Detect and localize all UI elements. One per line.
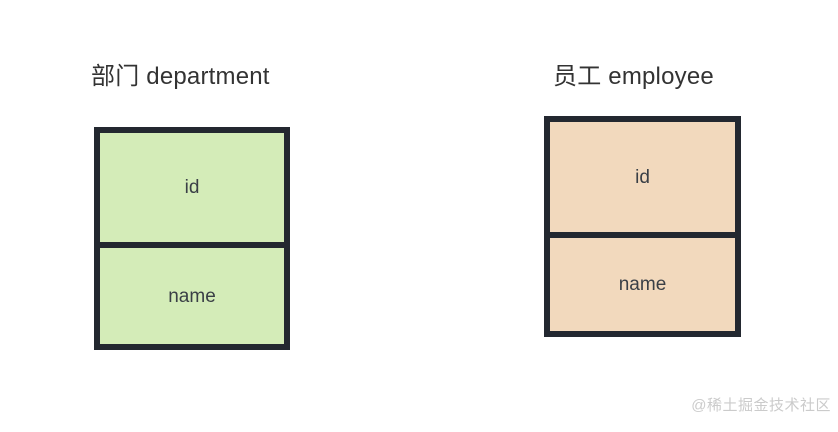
- entity-department-title: 部门 department: [91, 63, 270, 90]
- entity-department-table: id name: [94, 127, 290, 350]
- entity-employee-title: 员工 employee: [553, 63, 714, 90]
- watermark: @稀土掘金技术社区: [691, 397, 831, 414]
- entity-department-field-id: id: [184, 177, 200, 198]
- entity-employee-table: id name: [544, 116, 741, 337]
- entity-employee-field-name: name: [550, 232, 735, 331]
- entity-employee-field-id: id: [635, 166, 650, 188]
- entity-department-field-name: name: [100, 242, 284, 344]
